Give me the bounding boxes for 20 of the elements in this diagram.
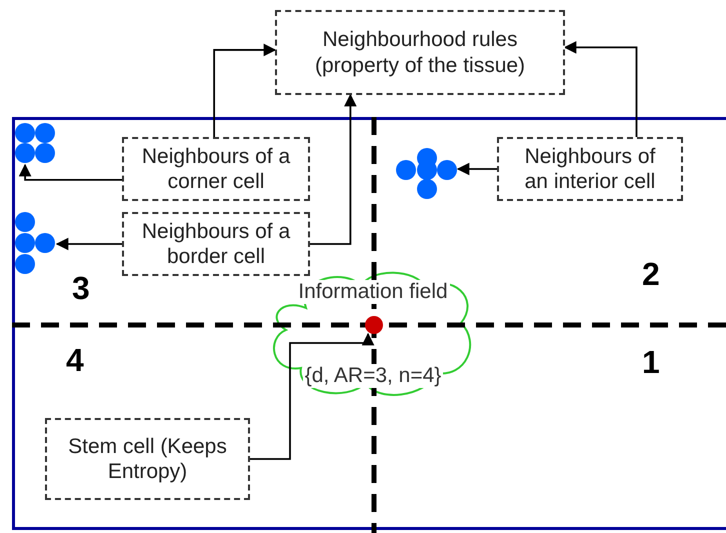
quadrant-number: 4 [66,342,84,379]
cell-cluster [15,123,57,165]
label-box: Neighbours of a border cell [122,212,310,276]
cell-cluster [396,148,458,200]
label-box: Neighbours of a corner cell [122,137,310,201]
quadrant-number: 1 [642,344,660,381]
arrow [18,164,122,181]
arrow [250,332,374,460]
quadrant-number: 2 [642,256,660,293]
tissue-rectangle [12,117,726,530]
arrow [56,238,122,250]
label-box: Neighbours of an interior cell [497,137,683,201]
cell-cluster [15,212,57,274]
arrow [213,44,276,137]
quadrant-number: 3 [72,270,90,307]
arrow [310,94,357,245]
arrow [456,162,497,176]
field-text: {d, AR=3, n=4} [302,364,444,388]
label-box: Stem cell (Keeps Entropy) [45,418,250,500]
arrow [564,41,638,137]
